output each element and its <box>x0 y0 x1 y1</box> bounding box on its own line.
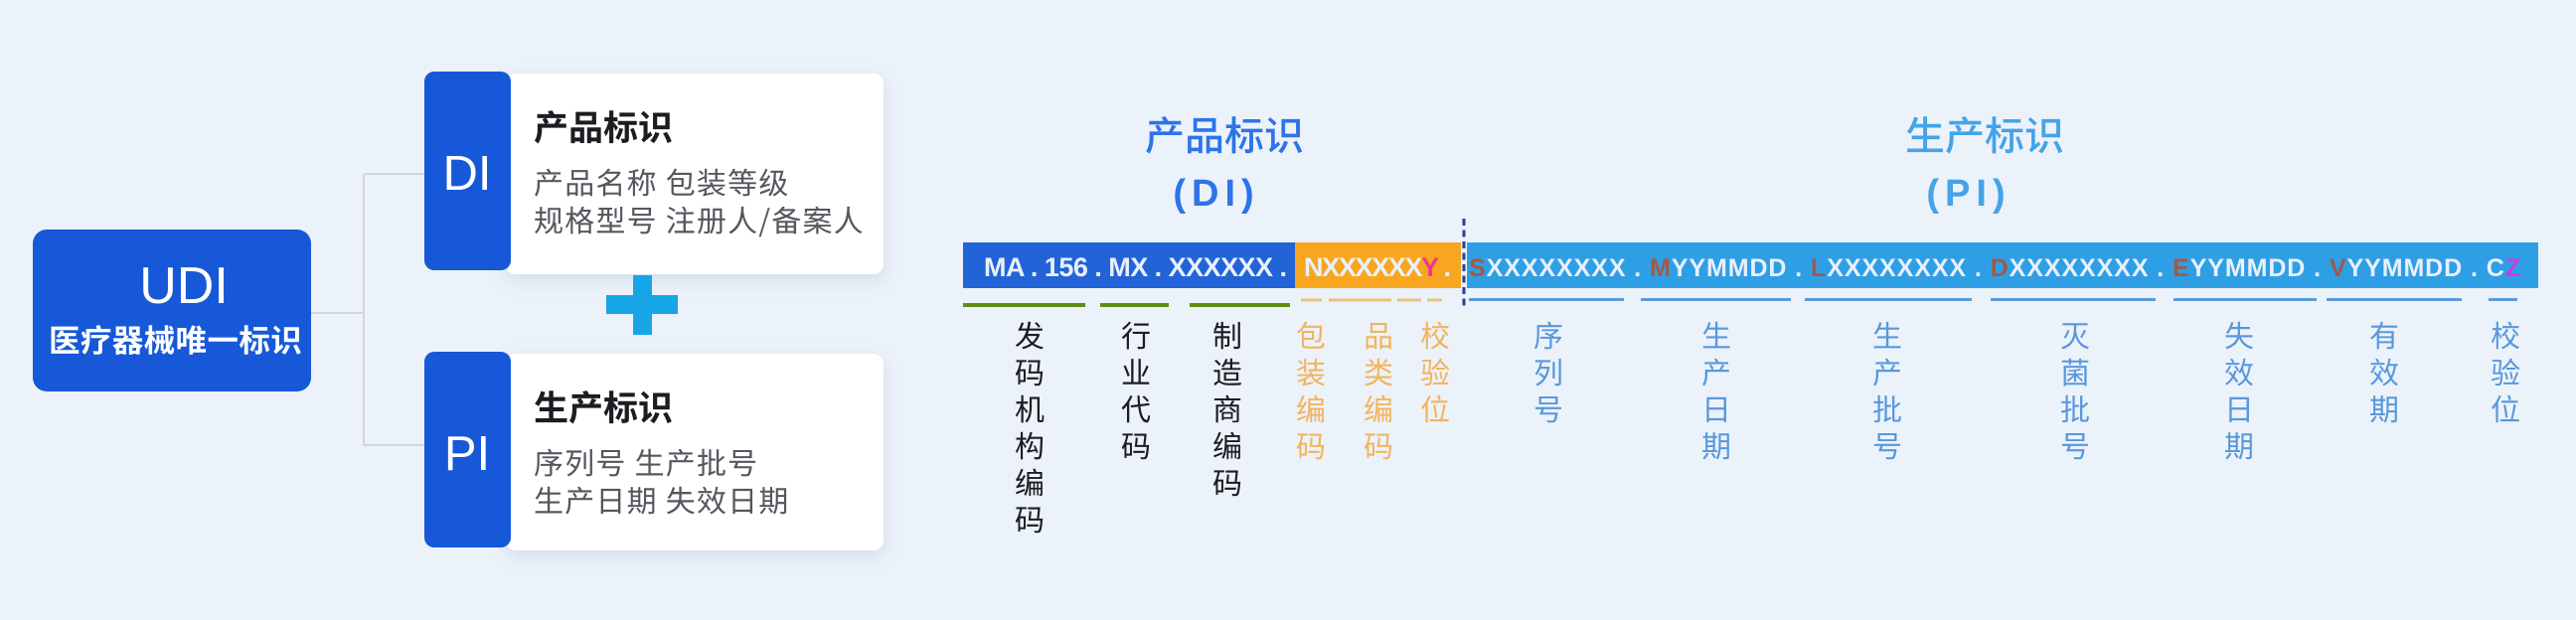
svg-text:(PI): (PI) <box>1926 173 2011 215</box>
svg-text:NXXXXXXY .: NXXXXXXY . <box>1304 252 1451 282</box>
svg-text:UDI: UDI <box>139 257 229 315</box>
svg-text:(DI): (DI) <box>1173 173 1259 215</box>
svg-text:DI: DI <box>443 147 492 201</box>
svg-text:MA . 156 . MX . XXXXXX .: MA . 156 . MX . XXXXXX . <box>984 252 1287 282</box>
svg-text:PI: PI <box>444 427 490 481</box>
svg-text:SXXXXXXXX . MYYMMDD . LXXXXXXX: SXXXXXXXX . MYYMMDD . LXXXXXXXX . DXXXXX… <box>1469 254 2520 282</box>
